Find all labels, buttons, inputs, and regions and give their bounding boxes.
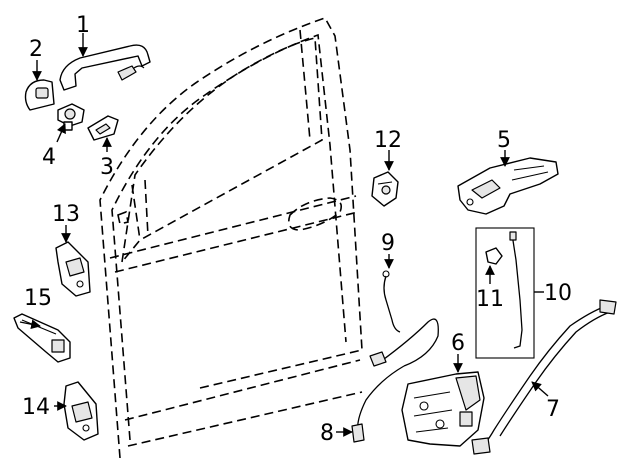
lower-hinge-part xyxy=(63,381,99,441)
callout-2: 2 xyxy=(29,37,43,62)
leader-15 xyxy=(19,319,41,330)
callout-13: 13 xyxy=(52,202,80,227)
callout-5: 5 xyxy=(497,128,511,153)
door-outline xyxy=(99,17,363,459)
callout-15: 15 xyxy=(24,286,52,311)
lock-cylinder-part xyxy=(57,103,85,131)
inside-handle-cable-part xyxy=(471,299,617,455)
door-lock-actuator-part xyxy=(401,371,485,447)
handle-gasket-part xyxy=(87,115,119,141)
upper-hinge-part xyxy=(55,241,91,297)
callout-8: 8 xyxy=(320,421,334,446)
outside-handle-cable-part xyxy=(351,318,439,443)
callout-1: 1 xyxy=(76,13,90,38)
callout-3: 3 xyxy=(100,155,114,180)
outside-handle-part xyxy=(59,44,151,91)
lock-rod-part xyxy=(382,270,401,333)
cylinder-cap-part xyxy=(24,79,55,111)
callout-4: 4 xyxy=(42,145,56,170)
rod-clip-inset xyxy=(475,227,535,359)
callout-6: 6 xyxy=(451,331,465,356)
callout-14: 14 xyxy=(22,395,50,420)
callout-10: 10 xyxy=(544,281,572,306)
leader-7 xyxy=(531,381,549,397)
callout-7: 7 xyxy=(546,397,560,422)
callout-12: 12 xyxy=(374,128,402,153)
inside-handle-part xyxy=(457,157,559,215)
leader-4 xyxy=(56,123,66,143)
callout-11: 11 xyxy=(476,287,504,312)
door-check-part xyxy=(13,313,71,363)
callout-9: 9 xyxy=(381,231,395,256)
striker-part xyxy=(371,171,399,207)
